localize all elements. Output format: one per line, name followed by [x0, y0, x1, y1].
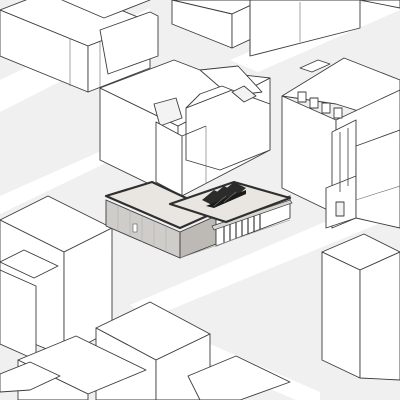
street-southwest	[0, 148, 108, 214]
building-lower-right	[321, 233, 400, 381]
upper-volume-roof	[168, 180, 292, 224]
building-top-left	[0, 0, 159, 93]
window	[132, 223, 138, 233]
entrance-portal	[325, 119, 357, 229]
building-lower-center	[0, 301, 291, 400]
building-top-right	[249, 0, 400, 57]
dormers	[297, 91, 343, 119]
building-center-pitched	[99, 59, 271, 199]
ground-shadow	[179, 219, 291, 259]
sawtooth-skylight	[202, 182, 246, 208]
facade-joints	[117, 205, 167, 252]
highlighted-building	[104, 180, 293, 259]
building-right-ornate	[281, 57, 400, 229]
building-lower-left	[0, 195, 113, 361]
